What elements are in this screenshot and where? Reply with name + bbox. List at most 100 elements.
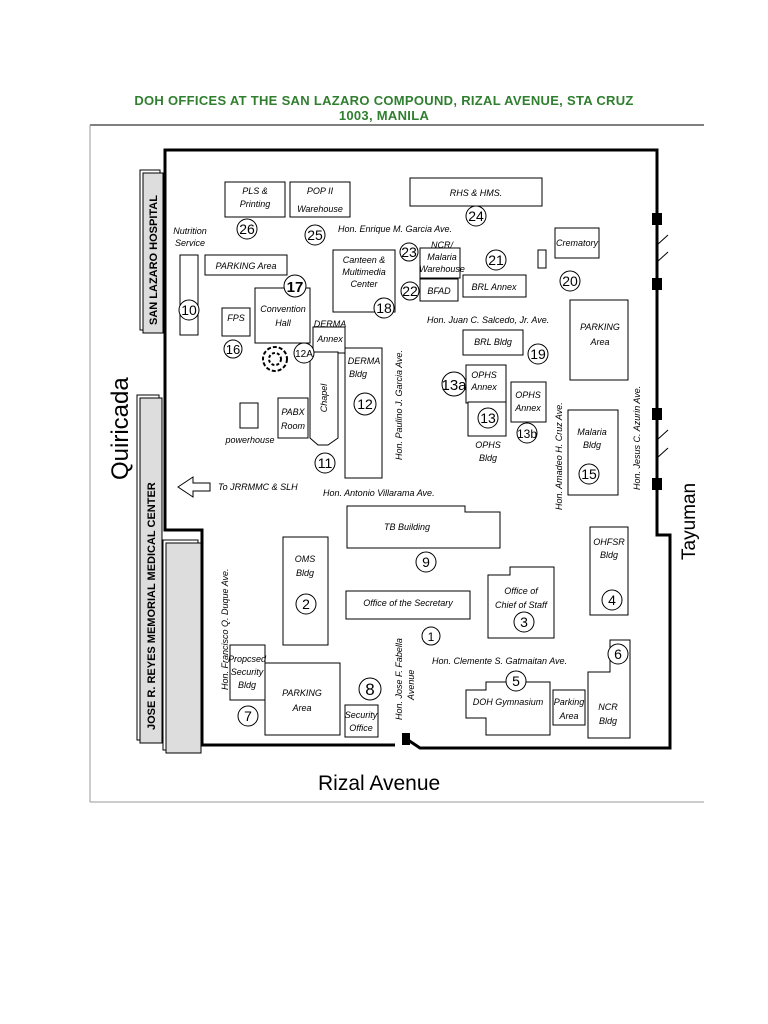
rizal-avenue-label: Rizal Avenue [318,772,440,795]
bfad-bldg [419,278,459,302]
derma-bldg-label-2: Bldg [349,369,367,379]
brl-annex-label: BRL Annex [471,282,517,292]
parking-nw [204,254,288,276]
marker-18: 18 [376,300,392,316]
marker-12: 12 [357,396,373,412]
brl-bldg [462,329,524,356]
compound-boundary [163,148,672,750]
pabx-label-2: Room [281,421,306,431]
pabx-label-1: PABX [281,407,305,417]
fps-label: FPS [227,313,245,323]
ophs-annex-a-bldg [465,364,507,404]
ncr-label-3: Warehouse [419,264,465,274]
to-jrrmmc-label: To JRRMMC & SLH [218,482,298,492]
marker-11: 11 [318,455,333,471]
ohfsr-label-1: OHFSR [593,537,625,547]
canteen-label-3: Center [350,279,378,289]
marker-6: 6 [614,646,622,662]
chief-of-staff-bldg [487,566,555,639]
number-markers [178,205,629,727]
san-lazaro-label: SAN LAZARO HOSPITAL [148,195,160,325]
derma-bldg-label-1: DERMA [348,356,381,366]
marker-22: 22 [402,283,418,299]
bfad-label: BFAD [427,286,451,296]
ncr-bldg-label-1: NCR [598,702,618,712]
marker-24: 24 [468,208,484,224]
to-jrrmmc-arrow-icon [177,476,211,498]
jrrmmc-label: JOSE R. REYES MEMORIAL MEDICAL CENTER [146,482,158,730]
marker-15: 15 [581,466,597,482]
marker-21: 21 [488,252,504,268]
powerhouse-label: powerhouse [224,435,274,445]
marker-23: 23 [401,244,417,260]
canteen-label-2: Multimedia [342,267,386,277]
map-title-line-1: DOH OFFICES AT THE SAN LAZARO COMPOUND, … [134,93,634,108]
marker-7: 7 [244,708,252,724]
rhs-label: RHS & HMS. [450,188,503,198]
oms-label-2: Bldg [296,568,314,578]
oms-bldg [282,536,329,646]
gym-bldg [465,681,551,736]
parking-ne-label-2: Area [589,337,609,347]
proposed-security-bldg [229,644,266,701]
marker-25: 25 [307,227,323,243]
chief-label-1: Office of [504,586,539,596]
proposed-label-2: Security [231,667,264,677]
security-label-2: Office [349,723,373,733]
gate-doors [656,234,669,459]
parking-sw-label-2: Area [291,703,311,713]
proposed-label-3: Bldg [238,680,256,690]
malaria-bldg [567,409,619,496]
ophs-annex-a-label-1: OPHS [471,370,497,380]
pls-label-2: Printing [240,199,271,209]
chapel-label: Chapel [319,383,329,413]
marker-8: 8 [365,680,374,699]
marker-9: 9 [422,554,430,570]
pop-label-1: POP II [307,186,334,196]
derma-annex-bldg [312,326,346,354]
map-title: DOH OFFICES AT THE SAN LAZARO COMPOUND, … [90,93,678,123]
pop-label-2: Warehouse [297,204,343,214]
ncr-bldg-label-2: Bldg [599,716,617,726]
ncr-label-1: NCR/ [431,240,454,250]
marker-19: 19 [530,346,546,362]
gym-label: DOH Gymnasium [473,697,544,707]
quiricada-label: Quiricada [107,377,134,480]
rhs-hms-bldg [409,177,543,207]
ncr-bldg [587,639,631,739]
parking-ne [569,299,629,381]
street-villarama: Hon. Antonio Villarama Ave. [323,488,435,498]
ophs-annex-b-label-2: Annex [514,403,541,413]
marker-17: 17 [287,279,304,296]
parking-se [552,689,586,726]
pls-printing-bldg [224,181,286,218]
tb-label: TB Building [384,522,430,532]
marker-1: 1 [428,630,435,644]
street-duque: Hon. Francisco Q. Duque Ave. [220,568,230,690]
marker-16: 16 [226,342,240,357]
crematory-bldg [554,227,600,259]
malaria-label-2: Bldg [583,440,601,450]
canteen-label-1: Canteen & [343,255,386,265]
street-enrique-garcia: Hon. Enrique M. Garcia Ave. [338,224,452,234]
proposed-label-1: Propcsed [228,654,267,664]
marker-10: 10 [181,302,197,318]
marker-5: 5 [512,673,520,689]
pls-label-1: PLS & [242,186,268,196]
small-shed [537,249,547,269]
tb-building [346,505,501,549]
derma-annex-label-1: DERMA [314,319,347,329]
number-labels: 26 25 24 23 21 20 17 10 18 22 16 12A 19 … [181,208,622,724]
malaria-label-1: Malaria [577,427,607,437]
convention-hall-bldg [254,287,311,344]
brl-bldg-label: BRL Bldg [474,337,512,347]
brl-annex-bldg [462,274,527,298]
street-paulino-garcia: Hon. Paulino J. Garcia Ave. [394,350,404,460]
chapel-bldg [309,351,339,446]
buildings [179,177,631,739]
parking-sw-label-1: PARKING [282,688,322,698]
marker-26: 26 [239,221,255,237]
nutrition-label-1: Nutrition [173,226,207,236]
ophs-annex-b-bldg [510,381,547,423]
ophs-bldg-label-1: OPHS [475,440,501,450]
